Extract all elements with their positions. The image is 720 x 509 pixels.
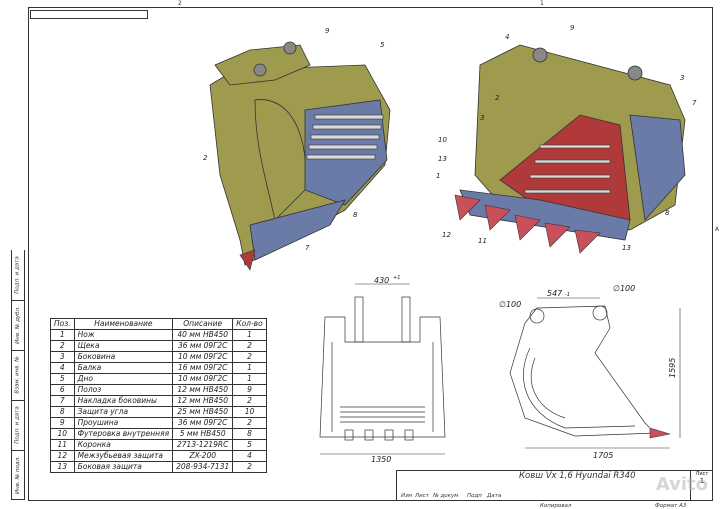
front-view-drawing: 430 +1 1350 xyxy=(319,275,446,464)
dim-hole-left: ∅100 xyxy=(499,300,521,309)
tb-label: Лист xyxy=(415,493,429,499)
sidebar-cell: Подп. и дата xyxy=(12,400,24,451)
dim-hole-right: ∅100 xyxy=(613,284,635,293)
callout: 9 xyxy=(325,27,330,35)
callout: 3 xyxy=(680,74,684,82)
tb-label: Изм xyxy=(401,493,413,499)
callout: 4 xyxy=(505,33,509,41)
col-header-pos: Поз. xyxy=(50,318,75,330)
drawing-frame xyxy=(28,7,713,501)
sidebar-cell: Инв. № подл. xyxy=(12,450,24,500)
drawing-title: Ковш Vx 1,6 Hyundai R340 xyxy=(519,471,636,481)
tb-label: Подп xyxy=(467,493,482,499)
tb-label: Дата xyxy=(487,493,502,499)
title-block: Ковш Vx 1,6 Hyundai R340 Изм Лист № доку… xyxy=(396,470,713,501)
dim-height: 1595 xyxy=(668,358,677,378)
dim-length: 1705 xyxy=(593,451,613,460)
zone-label: A xyxy=(714,226,719,233)
sheet-number-box: Лист 1 xyxy=(690,471,713,501)
bucket-iso-right: 9 4 3 7 2 3 10 13 1 12 11 8 13 xyxy=(436,25,697,254)
callout: 13 xyxy=(622,244,631,252)
callout: 11 xyxy=(478,237,487,245)
callout: 9 xyxy=(570,25,575,32)
dim-pin-distance-tol: -1 xyxy=(565,292,570,298)
callout: 8 xyxy=(665,209,670,217)
sheet-tag-box xyxy=(30,10,148,19)
callout: 8 xyxy=(353,211,358,219)
dim-pin-distance: 547 xyxy=(547,289,563,298)
callout: 2 xyxy=(495,94,500,102)
format-label: Формат A3 xyxy=(655,503,687,509)
callout: 7 xyxy=(305,244,310,252)
callout: 12 xyxy=(442,231,451,239)
callout: 1 xyxy=(436,172,440,180)
callout: 13 xyxy=(438,155,447,163)
stamp-sidebar: Подп. и дата Инв. № дубл. Взам. инв. № П… xyxy=(11,250,25,500)
col-header-desc: Описание xyxy=(172,318,234,330)
watermark-text: Avito xyxy=(655,474,708,495)
dim-front-width: 1350 xyxy=(371,455,391,464)
callout: 3 xyxy=(480,114,484,122)
side-view-drawing: ∅100 547 -1 ∅100 1595 1705 xyxy=(499,284,681,460)
col-header-name: Наименование xyxy=(73,318,174,330)
zone-label: 1 xyxy=(540,0,544,7)
callout: 2 xyxy=(203,154,208,162)
sidebar-cell: Подп. и дата xyxy=(12,250,24,301)
callout: 10 xyxy=(438,136,447,144)
tb-label: № докум xyxy=(433,493,459,499)
col-header-qty: Кол-во xyxy=(232,318,267,330)
dim-top-width: 430 xyxy=(374,276,389,285)
dim-top-width-tol: +1 xyxy=(393,275,400,281)
sidebar-cell: Взам. инв. № xyxy=(12,350,24,401)
sidebar-cell: Инв. № дубл. xyxy=(12,300,24,351)
zone-label: 2 xyxy=(178,0,182,7)
bucket-iso-left: 9 5 6 2 8 7 xyxy=(203,27,391,271)
copied-label: Копировал xyxy=(540,503,572,509)
callout: 7 xyxy=(692,99,697,107)
callout: 5 xyxy=(380,41,385,49)
